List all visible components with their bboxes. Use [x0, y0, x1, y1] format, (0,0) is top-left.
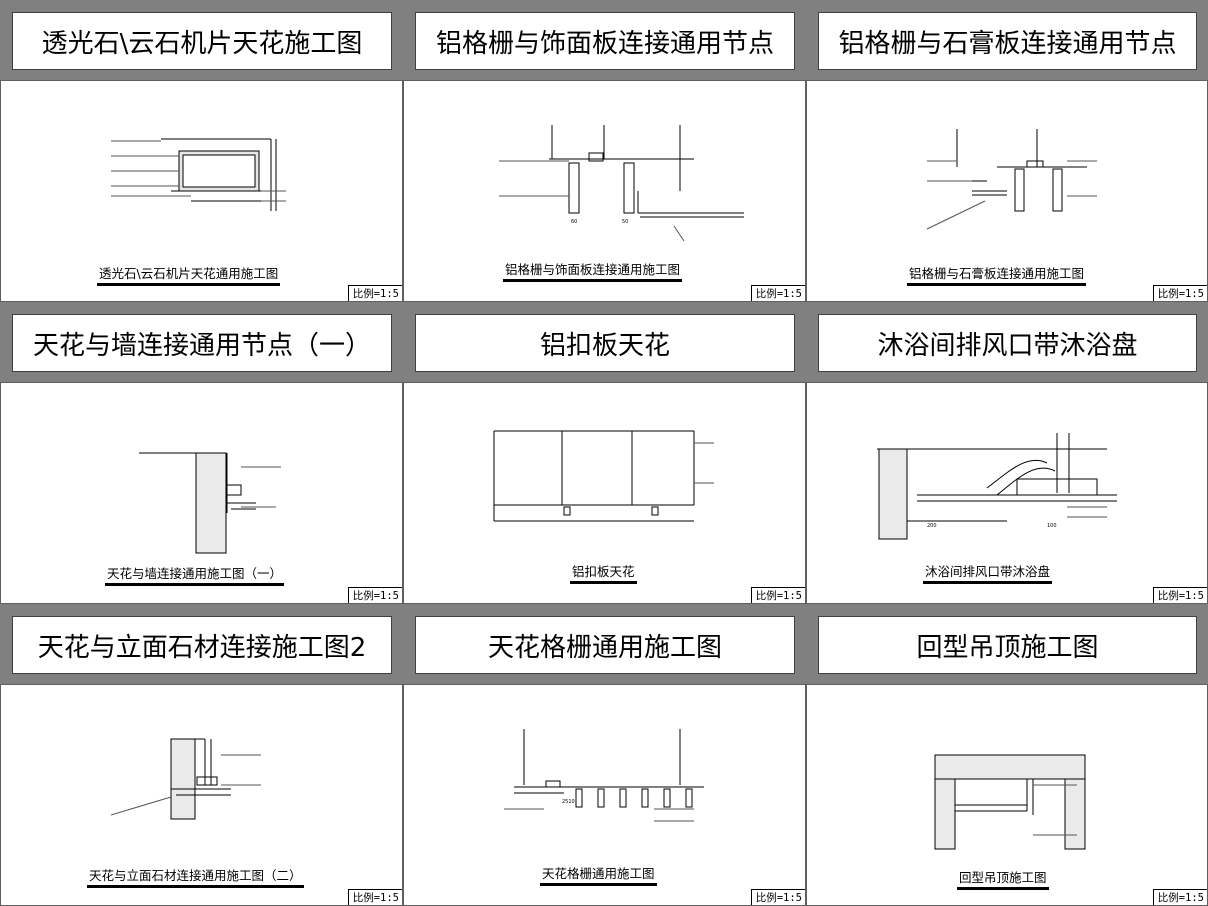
drawing-caption: 回型吊顶施工图 [957, 871, 1049, 890]
panel-title: 回型吊顶施工图 [818, 616, 1197, 674]
drawing-panel[interactable]: 天花与墙连接通用施工图（一） 比例=1:5 [0, 382, 403, 604]
cell-3: 铝格栅与石膏板连接通用节点 [806, 0, 1208, 302]
drawing-caption: 天花与立面石材连接通用施工图（二） [87, 869, 304, 888]
grille-gypsum-drawing [807, 81, 1207, 301]
ceiling-stone-drawing [1, 685, 402, 905]
cell-9: 回型吊顶施工图 回型吊顶施工图 比例=1:5 [806, 604, 1208, 906]
drawing-caption: 天花与墙连接通用施工图（一） [105, 567, 285, 586]
panel-title: 沐浴间排风口带沐浴盘 [818, 314, 1197, 372]
ceiling-grille-drawing: 2510 [404, 685, 805, 905]
ceiling-wall-drawing [1, 383, 402, 603]
drawing-caption: 铝格栅与饰面板连接通用施工图 [503, 263, 683, 282]
drawing-panel[interactable]: 200 100 沐浴间排风口带沐浴盘 比例=1:5 [806, 382, 1208, 604]
drawing-caption: 沐浴间排风口带沐浴盘 [923, 565, 1053, 584]
aluminum-panel-ceiling-drawing [404, 383, 805, 603]
cell-8: 天花格栅通用施工图 [403, 604, 806, 906]
cell-5: 铝扣板天花 铝扣板天花 比例=1:5 [403, 302, 806, 604]
dimension-text: 60 [571, 219, 577, 225]
cell-6: 沐浴间排风口带沐浴盘 200 100 [806, 302, 1208, 604]
drawing-panel[interactable]: 天花与立面石材连接通用施工图（二） 比例=1:5 [0, 684, 403, 906]
drawing-panel[interactable]: 60 50 铝格栅与饰面板连接通用施工图 比例=1:5 [403, 80, 806, 302]
panel-title: 铝扣板天花 [415, 314, 795, 372]
drawing-panel[interactable]: 2510 天花格栅通用施工图 比例=1:5 [403, 684, 806, 906]
recessed-ceiling-drawing [807, 685, 1207, 905]
cell-7: 天花与立面石材连接施工图2 天花与立面石材连接通用施工图（二） 比例=1:5 [0, 604, 403, 906]
panel-title: 铝格栅与饰面板连接通用节点 [415, 12, 795, 70]
scale-label: 比例=1:5 [347, 587, 402, 603]
dimension-text: 200 [927, 523, 937, 529]
panel-title: 透光石\云石机片天花施工图 [12, 12, 392, 70]
drawing-caption: 铝格栅与石膏板连接通用施工图 [907, 267, 1087, 286]
panel-title: 天花与墙连接通用节点（一） [12, 314, 392, 372]
drawing-caption: 天花格栅通用施工图 [540, 867, 657, 886]
scale-label: 比例=1:5 [750, 587, 805, 603]
panel-title: 天花与立面石材连接施工图2 [12, 616, 392, 674]
drawing-panel[interactable]: 铝格栅与石膏板连接通用施工图 比例=1:5 [806, 80, 1208, 302]
dimension-text: 2510 [562, 799, 575, 805]
scale-label: 比例=1:5 [750, 285, 805, 301]
ceiling-section-drawing [1, 81, 402, 301]
scale-label: 比例=1:5 [1152, 587, 1207, 603]
scale-label: 比例=1:5 [347, 285, 402, 301]
panel-title: 铝格栅与石膏板连接通用节点 [818, 12, 1197, 70]
scale-label: 比例=1:5 [750, 889, 805, 905]
dimension-text: 100 [1047, 523, 1057, 529]
drawing-caption: 透光石\云石机片天花通用施工图 [97, 267, 281, 286]
scale-label: 比例=1:5 [1152, 285, 1207, 301]
scale-label: 比例=1:5 [1152, 889, 1207, 905]
drawing-panel[interactable]: 回型吊顶施工图 比例=1:5 [806, 684, 1208, 906]
dimension-text: 50 [622, 219, 628, 225]
drawing-caption: 铝扣板天花 [570, 565, 637, 584]
panel-title: 天花格栅通用施工图 [415, 616, 795, 674]
drawing-panel[interactable]: 透光石\云石机片天花通用施工图 比例=1:5 [0, 80, 403, 302]
drawing-panel[interactable]: 铝扣板天花 比例=1:5 [403, 382, 806, 604]
cell-4: 天花与墙连接通用节点（一） 天花与墙连接通用施工图（一） 比例=1:5 [0, 302, 403, 604]
scale-label: 比例=1:5 [347, 889, 402, 905]
cell-1: 透光石\云石机片天花施工图 [0, 0, 403, 302]
cell-2: 铝格栅与饰面板连接通用节点 60 [403, 0, 806, 302]
shower-exhaust-drawing: 200 100 [807, 383, 1207, 603]
grille-panel-drawing: 60 50 [404, 81, 805, 301]
